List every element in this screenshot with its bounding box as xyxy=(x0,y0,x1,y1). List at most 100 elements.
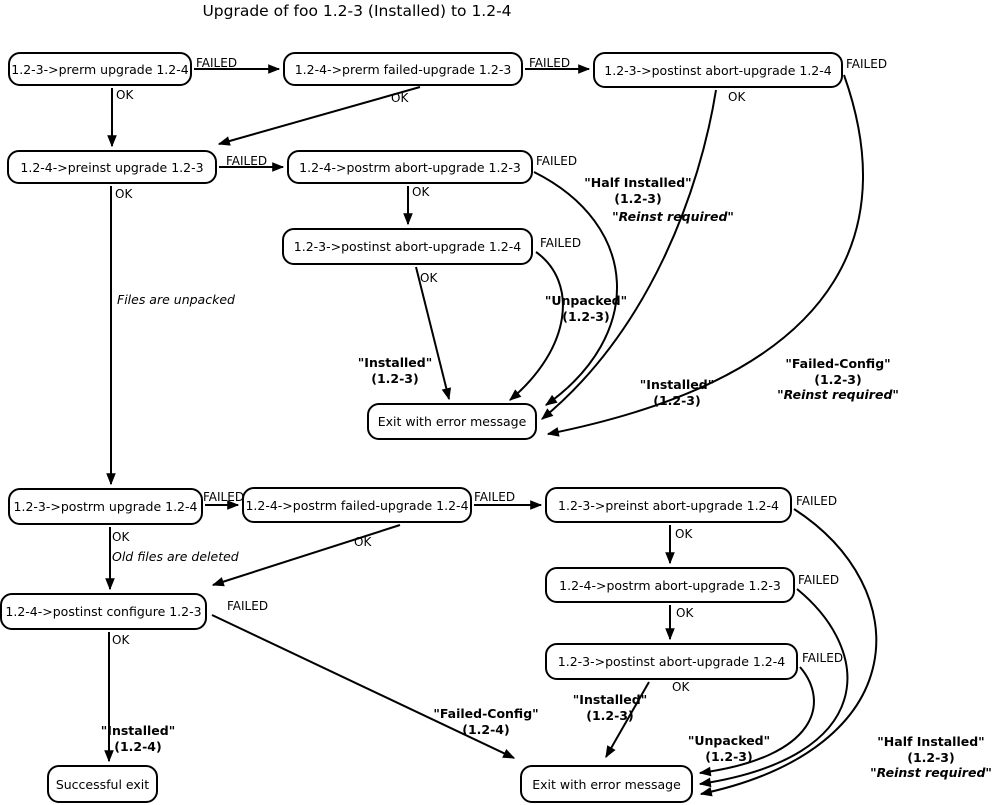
edge-label-failed: FAILED xyxy=(796,494,838,508)
node-postinst-abort-mid: 1.2-3->postinst abort-upgrade 1.2-4 xyxy=(282,228,533,265)
state-label-unpacked: "Unpacked" (1.2-3) xyxy=(545,293,627,324)
state-line: "Installed" xyxy=(100,723,176,738)
state-line: "Half Installed" xyxy=(584,175,692,190)
edge-label-ok: OK xyxy=(728,90,746,104)
state-line: (1.2-3) xyxy=(562,308,610,324)
state-line: (1.2-3) xyxy=(614,190,662,206)
state-label-unpacked: "Unpacked" (1.2-3) xyxy=(688,733,770,764)
node-prerm-upgrade: 1.2-3->prerm upgrade 1.2-4 xyxy=(8,52,192,86)
node-label: Exit with error message xyxy=(532,776,681,792)
node-exit-error-mid: Exit with error message xyxy=(367,403,537,440)
node-label: 1.2-4->postrm abort-upgrade 1.2-3 xyxy=(559,577,781,593)
state-line-reinst-required: "Reinst required" xyxy=(612,209,734,224)
state-line: "Failed-Config" xyxy=(433,706,539,721)
node-postinst-abort-bottom: 1.2-3->postinst abort-upgrade 1.2-4 xyxy=(545,643,798,680)
edge-label-failed: FAILED xyxy=(846,57,888,71)
state-line: "Reinst required" xyxy=(870,765,992,780)
state-label-failed-config: "Failed-Config" (1.2-3) "Reinst required… xyxy=(777,356,899,403)
node-label: 1.2-3->postrm upgrade 1.2-4 xyxy=(13,499,198,514)
edge-postinst-abort-top-failed xyxy=(546,74,864,437)
node-label: 1.2-4->preinst upgrade 1.2-3 xyxy=(20,159,204,175)
node-label: 1.2-3->preinst abort-upgrade 1.2-4 xyxy=(558,497,779,513)
node-label: 1.2-4->postrm failed-upgrade 1.2-4 xyxy=(245,497,469,513)
state-line: "Failed-Config" xyxy=(785,356,891,371)
state-label-half-installed: "Half Installed" (1.2-3) xyxy=(584,175,691,206)
node-label: 1.2-3->postinst abort-upgrade 1.2-4 xyxy=(557,654,786,669)
edge-label-ok: OK xyxy=(354,535,372,549)
state-label-installed: "Installed" (1.2-3) xyxy=(640,377,714,408)
state-line: (1.2-3) xyxy=(653,392,701,408)
node-label: Exit with error message xyxy=(377,414,527,429)
node-preinst-upgrade: 1.2-4->preinst upgrade 1.2-3 xyxy=(7,150,217,184)
edge-postrm-abort-bottom-failed xyxy=(698,588,849,788)
node-exit-error-bottom: Exit with error message xyxy=(520,765,693,803)
node-preinst-abort: 1.2-3->preinst abort-upgrade 1.2-4 xyxy=(545,487,792,523)
node-successful-exit: Successful exit xyxy=(47,765,158,803)
state-label-installed: "Installed" (1.2-3) xyxy=(358,355,432,386)
edge-preinst-abort-failed xyxy=(699,508,878,797)
state-line: (1.2-4) xyxy=(462,721,510,737)
state-line: "Installed" xyxy=(572,692,648,707)
edge-label-failed: FAILED xyxy=(529,56,571,70)
state-label-failed-config-new: "Failed-Config" (1.2-4) xyxy=(433,706,538,737)
edge-label-failed: FAILED xyxy=(802,651,844,665)
node-postrm-abort-bottom: 1.2-4->postrm abort-upgrade 1.2-3 xyxy=(545,567,795,603)
state-line: "Half Installed" xyxy=(877,734,985,749)
state-line: "Reinst required" xyxy=(777,387,899,402)
edge-postinst-abort-mid-ok xyxy=(415,266,452,401)
edge-label-ok: OK xyxy=(672,680,690,694)
edge-label-ok: OK xyxy=(420,271,438,285)
edge-configure-failed xyxy=(211,614,516,759)
edge-prerm-failed-ok xyxy=(217,86,421,146)
note-files-unpacked: Files are unpacked xyxy=(117,292,235,307)
edge-label-ok: OK xyxy=(115,187,133,201)
node-prerm-failed-upgrade: 1.2-4->prerm failed-upgrade 1.2-3 xyxy=(283,52,523,86)
edge-label-ok: OK xyxy=(412,185,430,199)
state-line: (1.2-3) xyxy=(705,748,753,764)
node-label: 1.2-4->prerm failed-upgrade 1.2-3 xyxy=(294,61,512,77)
state-line: (1.2-3) xyxy=(907,749,955,765)
node-postrm-abort-top: 1.2-4->postrm abort-upgrade 1.2-3 xyxy=(287,150,533,184)
node-postrm-upgrade: 1.2-3->postrm upgrade 1.2-4 xyxy=(8,488,203,525)
edge-label-ok: OK xyxy=(675,527,693,541)
node-label: 1.2-3->prerm upgrade 1.2-4 xyxy=(11,61,189,77)
edge-postrm-abort-top-failed xyxy=(533,171,618,406)
edge-postinst-abort-bottom-failed xyxy=(698,666,815,777)
edge-label-failed: FAILED xyxy=(196,56,238,70)
edge-postinst-abort-bottom-ok xyxy=(605,681,650,759)
state-label-half-installed: "Half Installed" (1.2-3) "Reinst require… xyxy=(870,734,992,781)
node-postinst-configure: 1.2-4->postinst configure 1.2-3 xyxy=(0,593,207,630)
state-line: "Installed" xyxy=(357,355,433,370)
edge-label-failed: FAILED xyxy=(474,490,516,504)
node-label: 1.2-4->postrm abort-upgrade 1.2-3 xyxy=(299,159,521,175)
edge-label-failed: FAILED xyxy=(540,236,582,250)
edge-label-ok: OK xyxy=(112,530,130,544)
diagram-title: Upgrade of foo 1.2-3 (Installed) to 1.2-… xyxy=(202,2,512,20)
edge-label-ok: OK xyxy=(112,633,130,647)
state-label-installed-new: "Installed" (1.2-4) xyxy=(101,723,175,754)
state-line: (1.2-3) xyxy=(814,371,862,387)
edge-label-failed: FAILED xyxy=(203,490,245,504)
node-label: 1.2-3->postinst abort-upgrade 1.2-4 xyxy=(293,239,522,254)
state-line: (1.2-3) xyxy=(371,370,419,386)
node-postrm-failed-upgrade: 1.2-4->postrm failed-upgrade 1.2-4 xyxy=(242,487,472,523)
edge-label-failed: FAILED xyxy=(798,573,840,587)
state-line: "Installed" xyxy=(639,377,715,392)
edge-label-failed: FAILED xyxy=(536,154,578,168)
state-label-installed: "Installed" (1.2-3) xyxy=(573,692,647,723)
node-postinst-abort-top: 1.2-3->postinst abort-upgrade 1.2-4 xyxy=(593,52,843,88)
state-line: "Unpacked" xyxy=(544,293,628,308)
node-label: 1.2-4->postinst configure 1.2-3 xyxy=(5,604,202,619)
state-line: "Unpacked" xyxy=(687,733,771,748)
state-line: (1.2-3) xyxy=(586,707,634,723)
node-label: Successful exit xyxy=(55,776,150,792)
edge-postinst-abort-top-ok xyxy=(541,89,717,420)
note-old-files-deleted: Old files are deleted xyxy=(112,549,239,564)
state-line: (1.2-4) xyxy=(114,738,162,754)
edge-label-failed: FAILED xyxy=(226,154,268,168)
edge-postrm-failed-ok xyxy=(211,524,401,587)
edge-label-ok: OK xyxy=(391,91,409,105)
edge-label-failed: FAILED xyxy=(227,599,269,613)
